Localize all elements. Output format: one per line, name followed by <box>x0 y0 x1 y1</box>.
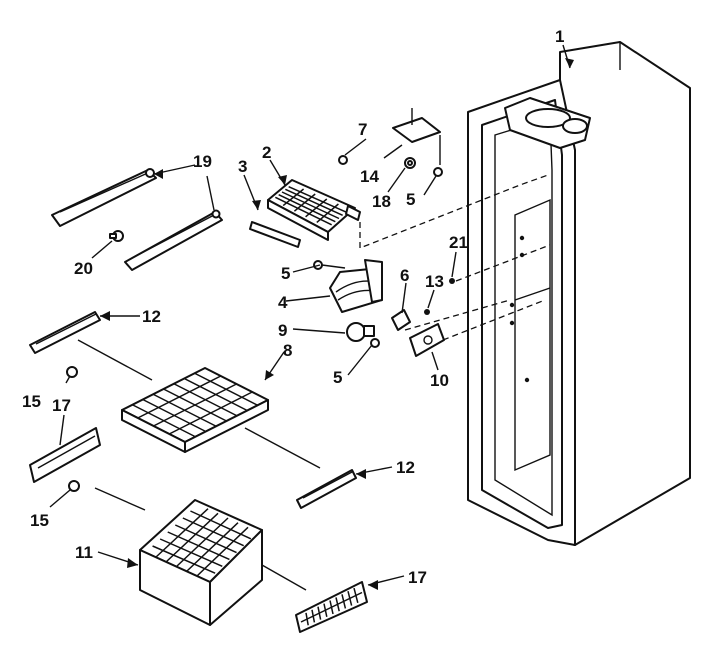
light-bulb-9 <box>346 322 375 342</box>
callout-3: 3 <box>238 157 247 176</box>
screw-15-upper <box>66 366 78 378</box>
callout-14: 14 <box>360 167 379 186</box>
callout-17a: 17 <box>52 396 71 415</box>
callout-19: 19 <box>193 152 212 171</box>
basket-support-17-left <box>29 427 101 483</box>
freezer-liner <box>467 41 691 546</box>
callout-1: 1 <box>555 27 564 46</box>
callout-labels: 1 2 3 4 5 5 5 6 7 8 9 10 11 12 12 13 14 … <box>22 27 564 587</box>
screw-20 <box>109 230 124 242</box>
shelf-support-12-left <box>29 311 101 354</box>
callout-6: 6 <box>400 266 409 285</box>
light-socket-bracket-14 <box>392 108 441 165</box>
callout-18: 18 <box>372 192 391 211</box>
callout-17b: 17 <box>408 568 427 587</box>
basket-support-17-right <box>295 581 368 633</box>
screw-5-low <box>370 338 380 348</box>
light-housing-4 <box>329 259 383 313</box>
callout-13: 13 <box>425 272 444 291</box>
callout-15a: 15 <box>22 392 41 411</box>
callout-5c: 5 <box>333 368 342 387</box>
callout-11: 11 <box>75 543 93 562</box>
wire-basket-11 <box>139 499 263 626</box>
screw-7 <box>338 155 348 165</box>
screw-15-lower <box>68 480 80 492</box>
callout-15b: 15 <box>30 511 49 530</box>
callout-9: 9 <box>278 321 287 340</box>
shelf-rail-19-lower <box>124 209 223 271</box>
callout-12b: 12 <box>396 458 415 477</box>
callout-12a: 12 <box>142 307 161 326</box>
callout-8: 8 <box>283 341 292 360</box>
callout-4: 4 <box>278 293 288 312</box>
callout-10: 10 <box>430 371 449 390</box>
light-switch-plate-10 <box>409 323 445 357</box>
light-socket-6 <box>391 309 411 331</box>
callout-20: 20 <box>74 259 93 278</box>
nut-18 <box>404 157 416 169</box>
callout-7: 7 <box>358 120 367 139</box>
screw-13 <box>424 309 430 315</box>
shelf-support-12-right <box>296 469 357 509</box>
arrowheads <box>100 58 574 590</box>
light-cover-2 <box>267 179 361 241</box>
screw-5-top <box>433 167 443 177</box>
wire-shelf-8 <box>121 367 269 453</box>
shelf-rail-19-upper <box>51 168 157 227</box>
screw-21 <box>449 278 455 284</box>
callout-21: 21 <box>449 233 468 252</box>
light-shield-3 <box>249 221 301 248</box>
callout-5a: 5 <box>281 264 290 283</box>
callout-2: 2 <box>262 143 271 162</box>
callout-5b: 5 <box>406 190 415 209</box>
